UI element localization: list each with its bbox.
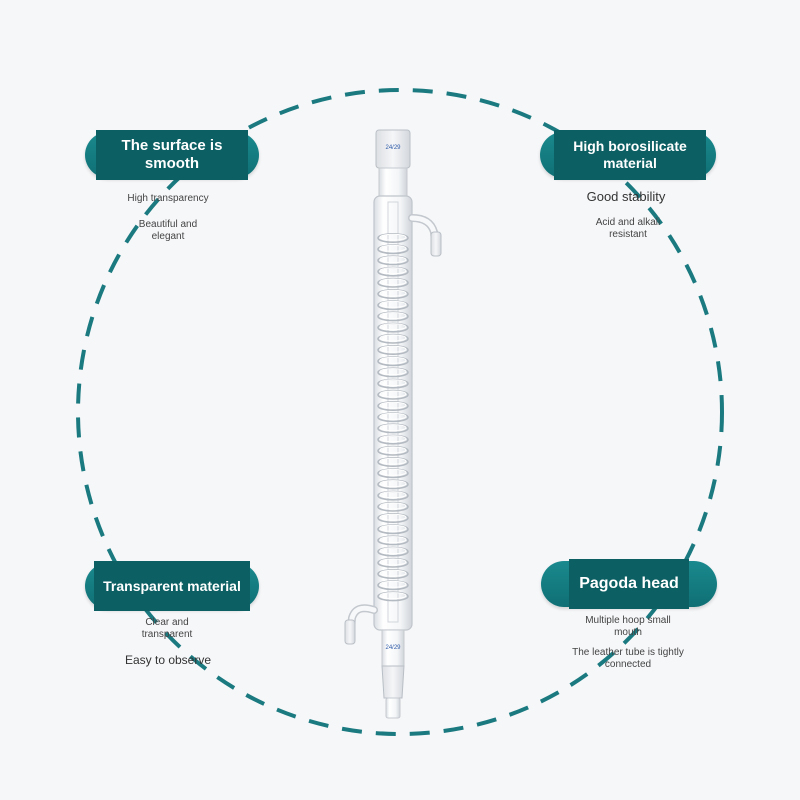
coil-condenser-illustration: 24/29 24/29 bbox=[344, 129, 442, 719]
callout-title: Pagoda head bbox=[569, 559, 689, 609]
feature-beautiful-elegant: Beautiful and elegant bbox=[138, 219, 198, 242]
feature-easy-observe: Easy to observe bbox=[124, 653, 212, 667]
top-ground-joint: 24/29 bbox=[375, 129, 411, 197]
feature-acid-alkali: Acid and alkali resistant bbox=[595, 217, 661, 240]
feature-high-transparency: High transparency bbox=[127, 193, 209, 204]
callout-borosilicate: High borosilicate material bbox=[540, 130, 716, 180]
callout-pagoda-head: Pagoda head bbox=[541, 559, 717, 609]
bottom-joint-label: 24/29 bbox=[385, 645, 401, 651]
feature-good-stability: Good stability bbox=[586, 189, 666, 204]
callout-title: Transparent material bbox=[94, 561, 250, 611]
callout-title: The surface is smooth bbox=[96, 130, 248, 180]
bottom-ground-joint: 24/29 bbox=[381, 629, 405, 719]
inner-spiral-coil bbox=[377, 201, 409, 623]
callout-transparent-material: Transparent material bbox=[85, 561, 259, 611]
feature-clear-transparent: Clear and transparent bbox=[141, 617, 193, 640]
top-joint-label: 24/29 bbox=[385, 145, 401, 151]
feature-tube-tightly-connected: The leather tube is tightly connected bbox=[572, 647, 684, 670]
callout-title: High borosilicate material bbox=[554, 130, 706, 180]
feature-multiple-hoop: Multiple hoop small mouth bbox=[585, 615, 671, 638]
callout-surface-smooth: The surface is smooth bbox=[85, 130, 259, 180]
